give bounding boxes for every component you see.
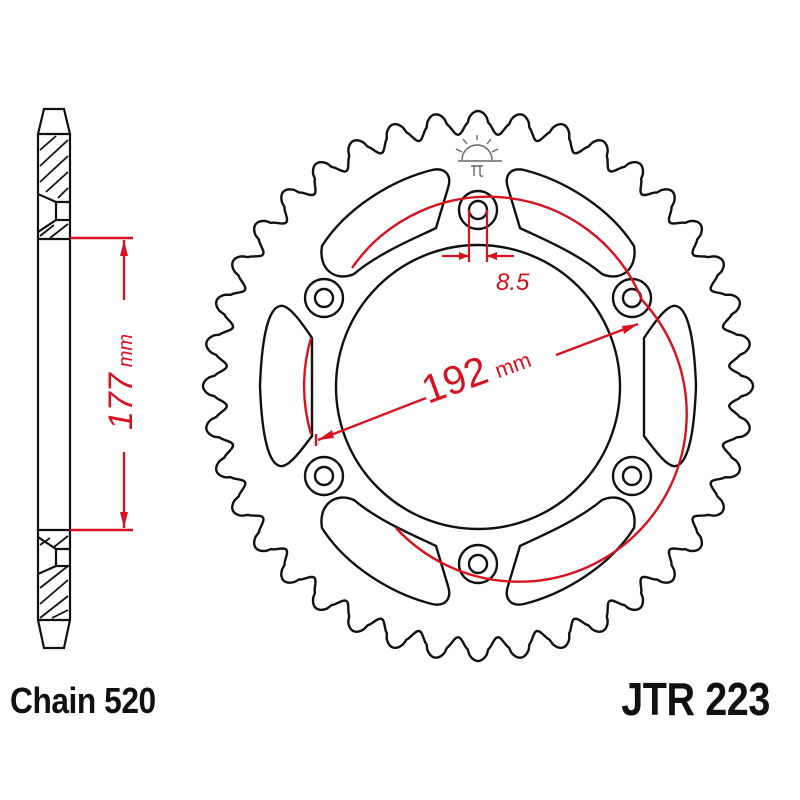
- slot-left: [258, 304, 314, 468]
- pcd-dimension-value: 192mm: [416, 333, 536, 412]
- side-profile-view: [36, 107, 72, 650]
- sprocket-teeth-outline: [201, 109, 755, 663]
- slot-top-right: [505, 168, 636, 278]
- bolt-hole-dimension-value: 8.5: [496, 269, 530, 296]
- slot-bottom-left: [320, 496, 451, 606]
- pcd-dimension: [302, 195, 688, 583]
- part-number-label: JTR 223: [621, 673, 770, 725]
- sprocket-front-view: [201, 109, 755, 663]
- side-profile-hatching: [39, 135, 69, 619]
- slot-right: [642, 304, 698, 468]
- center-bore: [334, 243, 622, 531]
- lightening-slots: [258, 168, 698, 606]
- slot-bottom-right: [505, 496, 636, 606]
- chain-size-label: Chain 520: [10, 680, 156, 721]
- jt-sun-logo-icon: [455, 135, 502, 177]
- height-dimension-value: 177mm: [102, 334, 140, 430]
- height-dimension: [70, 236, 133, 532]
- bolt-hole-dimension: [442, 210, 514, 262]
- slot-top-left: [320, 168, 451, 278]
